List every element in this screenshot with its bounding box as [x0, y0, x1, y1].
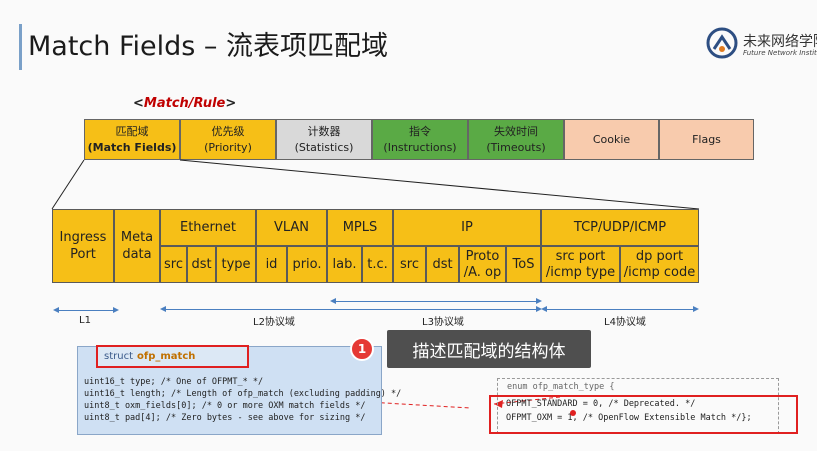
l2-span-line — [165, 309, 536, 310]
field-dst-port: dp port /icmp code — [620, 246, 699, 283]
l1-span-line — [58, 310, 113, 311]
l2-arrow-left-icon — [160, 306, 166, 312]
field-ip-proto: Proto /A. op — [459, 246, 506, 283]
enum-highlight-box — [489, 395, 798, 434]
field-ip-tos: ToS — [506, 246, 541, 283]
flow-entry-statistics: 计数器(Statistics) — [276, 119, 372, 160]
l3-arrow-right-icon — [536, 298, 542, 304]
layer-l2-label: L2协议域 — [253, 317, 295, 328]
field-vlan-id: id — [256, 246, 287, 283]
flow-entry-cookie: Cookie — [564, 119, 659, 160]
group-mpls: MPLS — [327, 209, 393, 246]
institute-logo-icon — [706, 27, 738, 59]
group-ethernet: Ethernet — [160, 209, 256, 246]
field-vlan-prio: prio. — [287, 246, 327, 283]
field-mpls-tc: t.c. — [362, 246, 393, 283]
field-eth-type: type — [216, 246, 256, 283]
enum-header: enum ofp_match_type { — [507, 382, 615, 392]
l1-arrow-left-icon — [53, 307, 59, 313]
logo-en-text: Future Network Institute — [743, 49, 817, 57]
l2-arrow-right-icon — [536, 306, 542, 312]
enum-line: OFPMT_OXM = 1, /* OpenFlow Extensible Ma… — [506, 413, 752, 423]
code-line: uint8_t oxm_fields[0]; /* 0 or more OXM … — [84, 401, 366, 411]
flow-entry-match-fields: 匹配域(Match Fields) — [84, 119, 180, 160]
field-ip-dst: dst — [426, 246, 459, 283]
match-rule-label: <Match/Rule> — [133, 96, 237, 111]
layer-l4-label: L4协议域 — [604, 317, 646, 328]
flow-entry-instructions: 指令(Instructions) — [372, 119, 468, 160]
layer-l1-label: L1 — [79, 315, 91, 326]
l4-arrow-right-icon — [693, 306, 699, 312]
enum-line: OFPMT_STANDARD = 0, /* Deprecated. */ — [506, 399, 696, 409]
title-accent-bar — [19, 24, 22, 70]
flow-entry-flags: Flags — [659, 119, 754, 160]
slide-title: Match Fields – 流表项匹配域 — [28, 31, 389, 62]
group-tcp-udp-icmp: TCP/UDP/ICMP — [541, 209, 699, 246]
logo-cn-text: 未来网络学院 — [743, 34, 817, 50]
annotation-tooltip: 描述匹配域的结构体 — [387, 330, 591, 368]
l4-span-line — [546, 309, 693, 310]
code-line: uint16_t type; /* One of OFPMT_* */ — [84, 377, 264, 387]
l3-span-line — [335, 301, 536, 302]
flow-entry-timeouts: 失效时间(Timeouts) — [468, 119, 564, 160]
field-mpls-label: lab. — [327, 246, 362, 283]
l3-arrow-left-icon — [330, 298, 336, 304]
flow-entry-priority: 优先级(Priority) — [180, 119, 276, 160]
code-line: uint8_t pad[4]; /* Zero bytes - see abov… — [84, 413, 366, 423]
field-eth-src: src — [160, 246, 187, 283]
annotation-number-badge[interactable]: 1 — [350, 337, 374, 361]
group-vlan: VLAN — [256, 209, 327, 246]
field-eth-dst: dst — [187, 246, 216, 283]
field-ip-src: src — [393, 246, 426, 283]
l4-arrow-left-icon — [541, 306, 547, 312]
field-src-port: src port /icmp type — [541, 246, 620, 283]
cursor-dot-icon — [570, 410, 576, 416]
code-line: uint16_t length; /* Length of ofp_match … — [84, 389, 402, 399]
group-ip: IP — [393, 209, 541, 246]
l1-arrow-right-icon — [113, 307, 119, 313]
layer-l3-label: L3协议域 — [422, 317, 464, 328]
